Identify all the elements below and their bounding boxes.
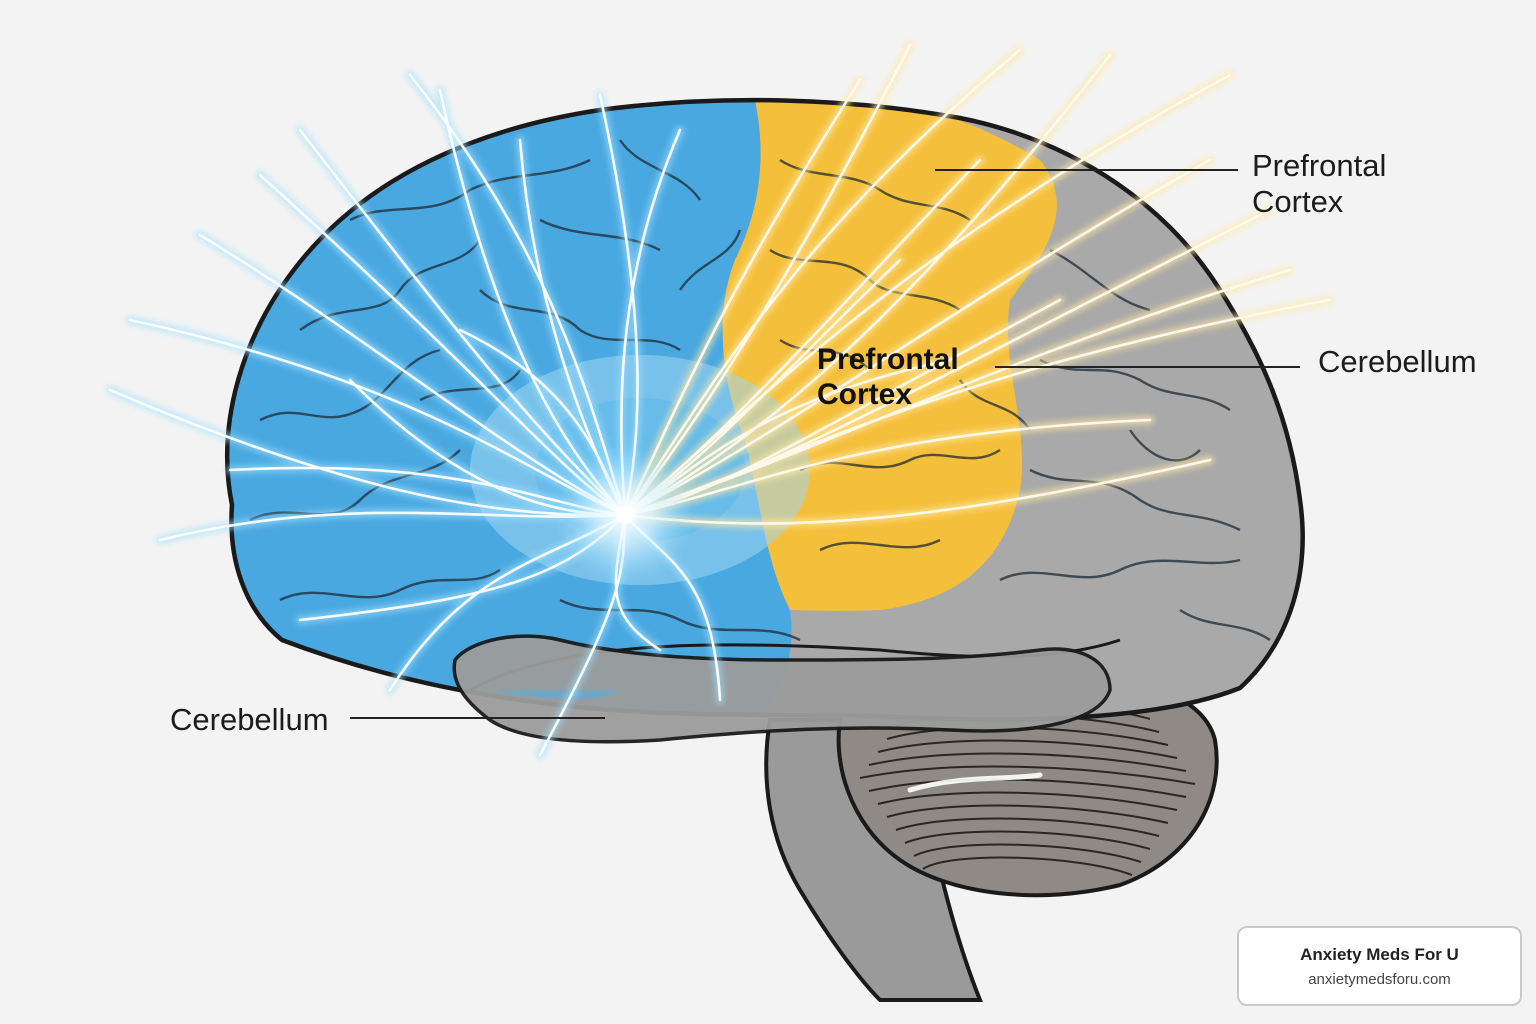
cerebrum [225, 97, 1305, 744]
label-line: Prefrontal [1252, 148, 1387, 183]
brain-fold [259, 348, 441, 422]
cerebellum-fold [868, 778, 1187, 798]
brain-fold [1049, 248, 1151, 312]
brain-fold [249, 449, 461, 522]
yellow-nerve-strand [623, 158, 1212, 517]
cerebellum-fold [913, 843, 1142, 863]
brand-name: Anxiety Meds For U [1300, 945, 1459, 964]
cerebellum-fold [877, 739, 1178, 759]
brain-fold [1029, 468, 1241, 532]
brain-fold [1179, 609, 1271, 641]
brain-fold [559, 598, 801, 642]
brand-url-link[interactable]: anxietymedsforu.com [1308, 971, 1451, 988]
brain-fold [779, 339, 871, 371]
yellow-nerve-strand [623, 298, 1332, 517]
cerebellum-fold [895, 817, 1160, 837]
cerebellum-fold [877, 791, 1178, 811]
brain-fold [679, 229, 742, 291]
label-line: Cortex [817, 378, 913, 411]
cerebellum-fold [868, 752, 1187, 772]
label-cerebellum-right: Cerebellum [1318, 344, 1477, 379]
brain-fold [1039, 358, 1231, 411]
brain-fold [999, 558, 1241, 582]
yellow-nerve-strand [623, 458, 1212, 525]
yellow-nerve-strand [623, 53, 1112, 517]
label-prefrontal-cortex-inner: Prefrontal Cortex [817, 342, 959, 412]
brain-fold [1129, 429, 1201, 462]
brain-fold [279, 569, 501, 602]
cerebellum-fold [886, 804, 1169, 824]
cerebellum-fold [904, 830, 1151, 850]
brain-fold [299, 239, 481, 331]
cerebellum-fold [859, 765, 1196, 785]
brain-fold [479, 289, 681, 351]
cerebellum-fold [922, 856, 1133, 876]
label-line: Prefrontal [817, 343, 959, 376]
brain-folds [249, 139, 1271, 642]
brain-fold [779, 159, 971, 221]
brain-fold [819, 538, 941, 552]
brand-card[interactable]: Anxiety Meds For U anxietymedsforu.com [1237, 926, 1522, 1006]
brain-fold [539, 218, 661, 252]
label-prefrontal-cortex-outer: Prefrontal Cortex [1252, 148, 1386, 220]
label-cerebellum-left: Cerebellum [170, 702, 329, 737]
brain-fold [349, 158, 591, 222]
label-line: Cortex [1252, 184, 1344, 219]
temporal-lobe [452, 634, 1112, 744]
